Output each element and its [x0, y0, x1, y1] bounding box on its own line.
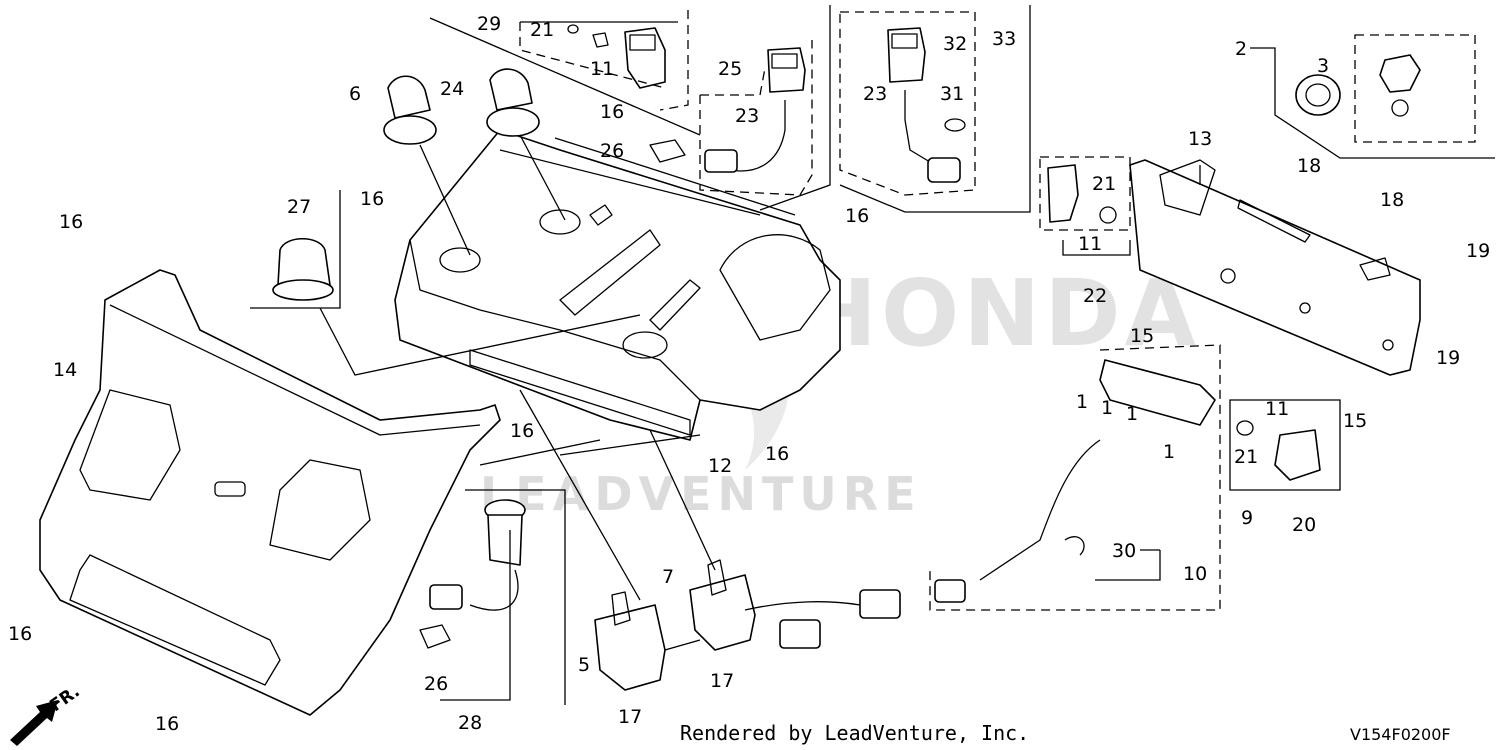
- watermark-brand: HONDA: [800, 260, 1200, 367]
- callout-13: 13: [1188, 128, 1212, 150]
- callout-26b: 26: [424, 673, 448, 695]
- callout-21b: 21: [1092, 173, 1116, 195]
- callout-23b: 23: [863, 83, 887, 105]
- watermark-dealer: LEADVENTURE: [480, 467, 922, 521]
- switch-20: [1236, 420, 1321, 481]
- ignition-switch-2: [1295, 54, 1421, 117]
- rendered-by: Rendered by LeadVenture, Inc.: [680, 721, 1029, 745]
- callout-6: 6: [349, 83, 361, 105]
- console-panel: [394, 129, 841, 441]
- callout-21: 21: [530, 19, 554, 41]
- callout-2: 2: [1235, 38, 1247, 60]
- callout-29: 29: [477, 13, 501, 35]
- mounting-bracket: [1129, 159, 1421, 376]
- callout-28: 28: [458, 712, 482, 734]
- callout-19b: 19: [1436, 347, 1460, 369]
- callout-30: 30: [1112, 540, 1136, 562]
- callout-18b: 18: [1380, 189, 1404, 211]
- callout-5: 5: [578, 654, 590, 676]
- callout-16f: 16: [510, 420, 534, 442]
- actuator-5: [594, 591, 666, 691]
- callout-17a: 17: [710, 670, 734, 692]
- callout-1c: 1: [1126, 403, 1138, 425]
- actuator-7: [664, 559, 901, 651]
- switch-32-harness: [887, 27, 966, 183]
- callout-16e: 16: [765, 443, 789, 465]
- callout-15a: 15: [1130, 325, 1154, 347]
- switch-25-harness: [649, 47, 806, 173]
- front-arrow-icon: [10, 700, 58, 746]
- callouts: 29 21 11 6 24 16 25 23 26 32 33 23 31 2 …: [8, 13, 1490, 735]
- callout-33: 33: [992, 28, 1016, 50]
- callout-15b: 15: [1343, 410, 1367, 432]
- leader-lines: [250, 5, 1495, 705]
- callout-18a: 18: [1297, 155, 1321, 177]
- rear-panel: [39, 269, 501, 716]
- callout-25: 25: [718, 58, 742, 80]
- callout-16h: 16: [155, 713, 179, 735]
- meter-harness-9: [934, 359, 1216, 603]
- cap-27: [272, 238, 334, 301]
- callout-9: 9: [1241, 507, 1253, 529]
- sensor-28-harness: [419, 499, 526, 649]
- callout-1d: 1: [1163, 441, 1175, 463]
- callout-16a: 16: [600, 101, 624, 123]
- callout-20: 20: [1292, 514, 1316, 536]
- callout-14: 14: [53, 359, 77, 381]
- callout-22: 22: [1083, 285, 1107, 307]
- direction-indicator: FR.: [10, 682, 84, 746]
- callout-17b: 17: [618, 706, 642, 728]
- callout-19a: 19: [1466, 240, 1490, 262]
- callout-23a: 23: [735, 105, 759, 127]
- switch-22: [1047, 164, 1117, 224]
- callout-24: 24: [440, 78, 464, 100]
- callout-11: 11: [590, 58, 614, 80]
- knob-6: [383, 75, 437, 145]
- callout-12: 12: [708, 455, 732, 477]
- callout-1b: 1: [1101, 397, 1113, 419]
- callout-16b: 16: [360, 188, 384, 210]
- knob-24: [486, 68, 540, 137]
- callout-10: 10: [1183, 563, 1207, 585]
- callout-21c: 21: [1234, 446, 1258, 468]
- diagram-code: V154F0200F: [1350, 725, 1451, 744]
- callout-11b: 11: [1078, 233, 1102, 255]
- callout-31: 31: [940, 83, 964, 105]
- switch-29: [567, 24, 666, 89]
- callout-16g: 16: [8, 623, 32, 645]
- callout-16d: 16: [845, 205, 869, 227]
- callout-7: 7: [662, 566, 674, 588]
- callout-27: 27: [287, 196, 311, 218]
- callout-32: 32: [943, 33, 967, 55]
- callout-3: 3: [1317, 55, 1329, 77]
- callout-26a: 26: [600, 140, 624, 162]
- callout-1a: 1: [1076, 391, 1088, 413]
- callout-16c: 16: [59, 211, 83, 233]
- callout-11c: 11: [1265, 398, 1289, 420]
